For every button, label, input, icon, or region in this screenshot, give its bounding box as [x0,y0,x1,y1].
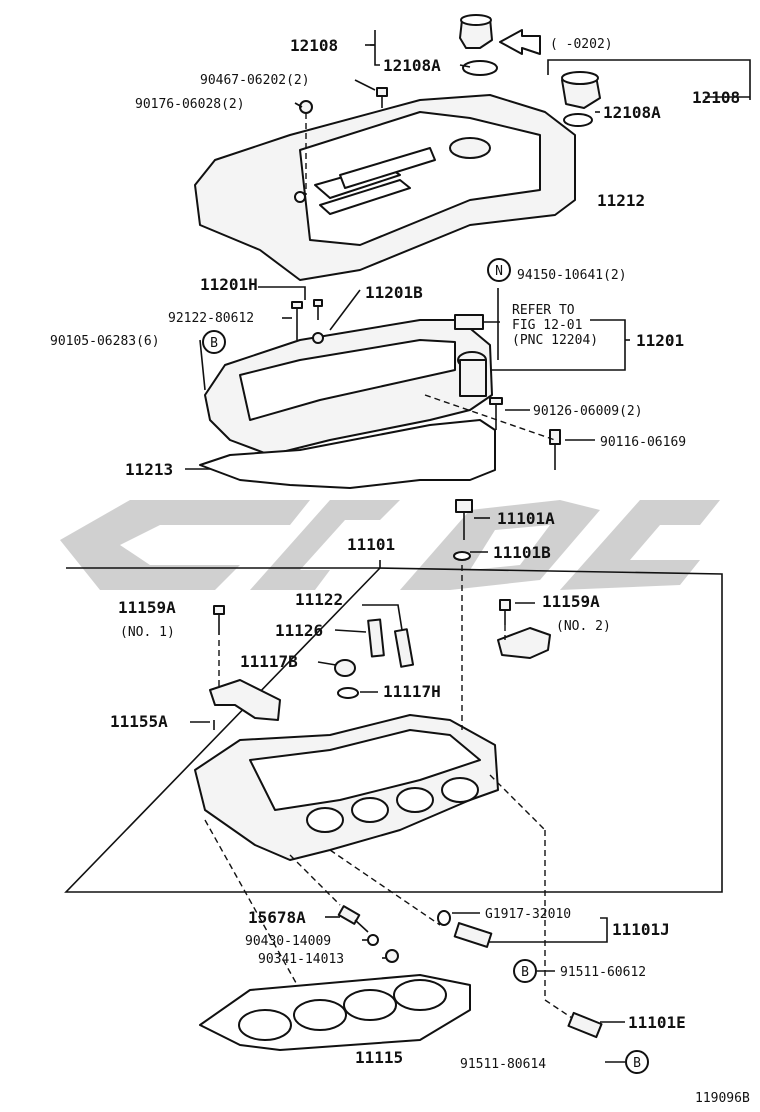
label-15678a: 15678A [248,908,306,927]
label-11101e: 11101E [628,1013,686,1032]
watermark-glyph-4 [560,500,720,590]
head-bolt-11101a [455,499,473,540]
marker-b-bottom: B [625,1050,649,1074]
label-11101b: 11101B [493,543,551,562]
marker-n-text: N [495,264,503,279]
marker-b-text: B [633,1056,641,1071]
plug-90341 [385,949,399,963]
label-90341: 90341-14013 [258,952,344,967]
label-11122: 11122 [295,590,343,609]
label-11117h: 11117H [383,682,441,701]
bolt-11159a-no1 [213,605,225,635]
washer-90430 [367,934,379,946]
label-11159a-right: 11159A [542,592,600,611]
label-91511-60612: 91511-60612 [560,965,646,980]
tube-11122 [393,628,415,668]
label-94150: 94150-10641(2) [517,268,627,283]
watermark-glyph-3 [400,500,600,590]
arrow-icon [499,29,541,55]
engine-cover-11212 [194,94,576,281]
marker-b-lower: B [513,959,537,983]
oil-filler-cap-right [561,71,601,127]
marker-b-text: B [210,336,218,351]
plug-15678a [337,905,369,933]
label-11201b: 11201B [365,283,423,302]
label-refer-line2: FIG 12-01 [512,318,582,333]
marker-b-head-cover: B [202,330,226,354]
washer-11101b [453,551,471,561]
label-12108a-top: 12108A [383,56,441,75]
label-90176: 90176-06028(2) [135,97,245,112]
label-90467: 90467-06202(2) [200,73,310,88]
label-11101a: 11101A [497,509,555,528]
label-90430: 90430-14009 [245,934,331,949]
label-11101: 11101 [347,535,395,554]
label-92122: 92122-80612 [168,311,254,326]
label-11159a-left: 11159A [118,598,176,617]
label-90126: 90126-06009(2) [533,404,643,419]
cylinder-head-11101 [194,714,499,861]
label-12108-top: 12108 [290,36,338,55]
label-no2: (NO. 2) [556,619,611,634]
label-11213: 11213 [125,460,173,479]
label-11115: 11115 [355,1048,403,1067]
marker-b-text: B [521,965,529,980]
seal-11117b [334,659,356,677]
label-90105: 90105-06283(6) [50,334,160,349]
label-11201h: 11201H [200,275,258,294]
label-11212: 11212 [597,191,645,210]
label-11155a: 11155A [110,712,168,731]
label-date-range: ( -0202) [550,37,613,52]
label-no1: (NO. 1) [120,625,175,640]
head-cover-gasket-11213 [199,419,496,489]
label-90116: 90116-06169 [600,435,686,450]
label-11101j: 11101J [612,920,670,939]
tube-11126 [367,618,385,658]
marker-n: N [487,258,511,282]
sensor-plug [454,314,500,330]
label-12108-right: 12108 [692,88,740,107]
bolt-90467 [376,87,388,108]
label-91511-80614: 91511-80614 [460,1057,546,1072]
label-12108a-right: 12108A [603,103,661,122]
sensor-11101e [567,1011,603,1039]
oil-filler-cap-top [459,14,498,76]
label-g1917: G1917-32010 [485,907,571,922]
label-11201: 11201 [636,331,684,350]
label-11117b: 11117B [240,652,298,671]
screws-head-cover [291,299,561,470]
group-box [64,560,723,893]
figure-code: 119096B [695,1091,750,1106]
head-gasket-11115 [199,974,471,1051]
bearing-cap-no1 [209,679,281,721]
seal-11117h [337,687,359,699]
label-refer-line3: (PNC 12204) [512,333,598,348]
oring-g1917 [437,910,451,926]
bolt-11159a-no2 [499,599,511,625]
label-refer-line1: REFER TO [512,303,575,318]
label-11126: 11126 [275,621,323,640]
sensor-11101j [453,922,493,948]
bearing-cap-no2 [497,627,551,659]
